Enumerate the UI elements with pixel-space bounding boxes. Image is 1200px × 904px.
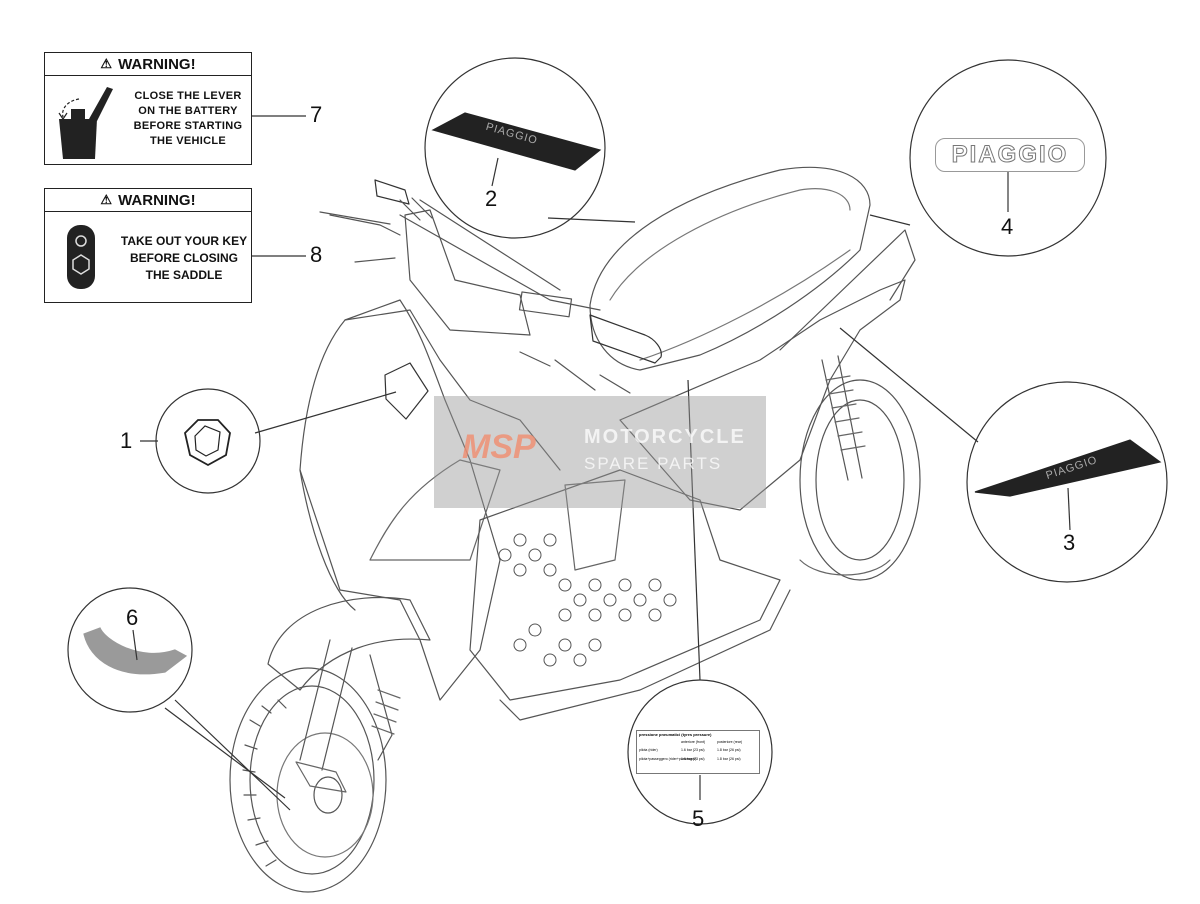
watermark-line-2: SPARE PARTS: [584, 454, 723, 473]
callout-5: 5: [692, 806, 705, 831]
warning-7-line-1: CLOSE THE LEVER: [134, 90, 242, 102]
callout-4: 4: [1001, 214, 1014, 239]
detail-circle-1: [155, 388, 261, 494]
callout-2: 2: [485, 186, 498, 211]
floor-hex-pattern: [498, 533, 677, 667]
warning-triangle-icon: ⚠: [100, 56, 113, 71]
callout-1: 1: [120, 428, 133, 453]
rear-body: [619, 279, 906, 511]
warning-7-line-2: ON THE BATTERY: [138, 105, 238, 117]
key-fob-icon: [67, 225, 95, 289]
tyre-label-front-2: 1.6 bar (23 psi): [681, 757, 705, 761]
tyre-label-title: pressione pneumatici (tyres pressure): [639, 732, 712, 737]
decal-3-strip: [974, 439, 1162, 497]
detail-circle-3: [966, 381, 1168, 583]
warning-triangle-icon: ⚠: [100, 192, 113, 207]
front-wheel: [229, 667, 387, 893]
warning-8-heading: WARNING!: [118, 191, 196, 209]
floorboard: [469, 469, 781, 701]
callout-3: 3: [1063, 530, 1076, 555]
warning-7-line-4: THE VEHICLE: [149, 135, 227, 147]
warning-8-line-2: BEFORE CLOSING: [129, 251, 238, 265]
handlebar: [329, 199, 601, 311]
rear-wheel: [799, 379, 921, 581]
tyre-label-col-front: anteriore (front): [681, 740, 706, 744]
watermark-line-1: MOTORCYCLE: [584, 426, 746, 448]
decal-4-wordmark: PIAGGIO: [935, 138, 1085, 172]
warning-8-line-3: THE SADDLE: [145, 268, 223, 282]
callout-6: 6: [126, 605, 139, 630]
warning-label-7: ⚠ WARNING! CLOSE THE LEVER ON THE BATTER…: [44, 52, 252, 165]
tyre-label-col-rear: posteriore (rear): [717, 740, 743, 744]
callout-7: 7: [310, 102, 323, 127]
brand-text: PIAGGIO: [951, 141, 1069, 169]
decal-2-strip: [431, 112, 602, 171]
watermark: MSP MOTORCYCLE SPARE PARTS: [434, 396, 766, 508]
warning-8-line-1: TAKE OUT YOUR KEY: [120, 234, 248, 248]
front-fork: [299, 639, 393, 771]
watermark-logo: MSP: [462, 428, 536, 466]
warning-7-heading: WARNING!: [118, 55, 196, 73]
tyre-label-rear-2: 1.8 bar (26 psi): [717, 757, 741, 761]
front-mudguard: [267, 596, 431, 691]
tyre-label-row2: pilota+passeggero (rider+passenger): [639, 757, 697, 761]
tyre-label-front-1: 1.6 bar (23 psi): [681, 748, 705, 752]
seat: [589, 166, 871, 371]
front-fairing: [299, 299, 501, 701]
piaggio-emblem-icon: [184, 419, 231, 467]
battery-lever-icon: [58, 87, 113, 159]
detail-circle-2: [424, 57, 606, 239]
detail-circle-6: [67, 587, 193, 713]
warning-7-line-3: BEFORE STARTING: [133, 120, 243, 132]
tyre-pressure-label: pressione pneumatici (tyres pressure) an…: [636, 730, 760, 774]
tyre-label-rear-1: 1.8 bar (26 psi): [717, 748, 741, 752]
decal-6-shape: [83, 627, 188, 675]
tyre-label-row1: pilota (rider): [639, 748, 658, 752]
warning-label-8: ⚠ WARNING! TAKE OUT YOUR KEY BEFORE CLOS…: [44, 188, 252, 303]
detail-circle-4: [909, 59, 1107, 257]
callout-8: 8: [310, 242, 323, 267]
